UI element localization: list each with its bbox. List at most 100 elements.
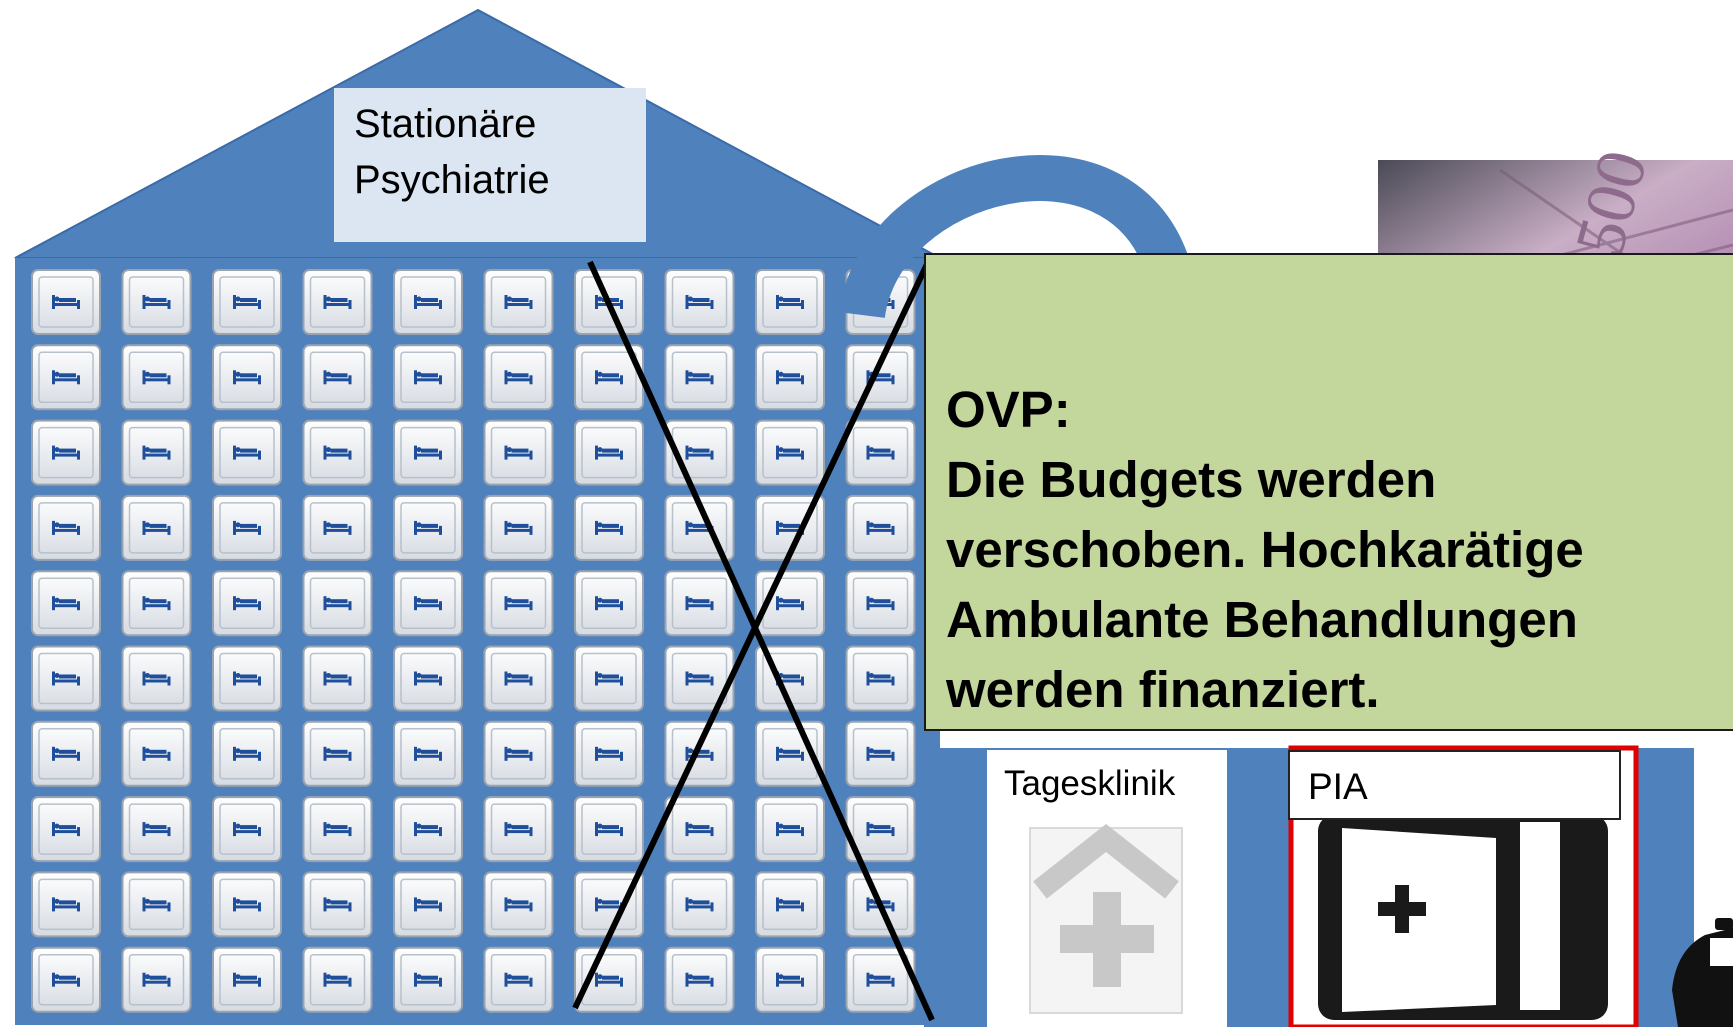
bed-icon (323, 295, 352, 309)
bed-icon (866, 520, 895, 535)
bed-icon (233, 897, 261, 912)
bed-tile (393, 871, 463, 938)
bed-icon (323, 746, 352, 761)
bed-icon (866, 445, 895, 460)
bed-tile (31, 720, 101, 787)
bed-icon (323, 520, 352, 535)
bed-icon (233, 295, 261, 309)
bed-tile (845, 720, 916, 787)
bed-icon (866, 972, 895, 987)
bed-icon (685, 445, 714, 460)
bed-icon (52, 370, 80, 385)
bed-tile (574, 494, 644, 561)
bed-icon (504, 596, 533, 611)
bed-icon (866, 746, 895, 761)
bed-tile (121, 494, 192, 561)
bed-icon (504, 746, 533, 761)
hospital-cross-icon (1029, 823, 1183, 1014)
bed-icon (142, 295, 171, 309)
bed-tile (755, 269, 825, 335)
bed-icon (776, 822, 804, 837)
bed-tile (574, 720, 644, 787)
bed-tile (574, 871, 644, 938)
bed-tile (121, 344, 192, 411)
bed-icon (142, 445, 171, 460)
bed-tile (393, 419, 463, 486)
bed-tile (664, 796, 735, 863)
bed-icon (323, 671, 352, 686)
bed-tile (302, 720, 373, 787)
bed-icon (52, 897, 80, 912)
bed-tile (845, 570, 916, 637)
bed-tile (664, 269, 735, 335)
bed-icon (52, 445, 80, 460)
bed-tile (31, 344, 101, 411)
pia-label: PIA (1308, 766, 1368, 807)
bed-icon (323, 445, 352, 460)
bed-icon (685, 370, 714, 385)
bed-icon (233, 370, 261, 385)
bed-tile (483, 720, 554, 787)
bed-tile (121, 645, 192, 712)
bed-tile (574, 344, 644, 411)
bed-icon (685, 972, 714, 987)
tagesklinik-label: Tagesklinik (1004, 764, 1176, 803)
bed-icon (504, 370, 533, 385)
bed-tile (302, 796, 373, 863)
bed-tile (755, 946, 825, 1013)
bed-tile (121, 796, 192, 863)
bed-tile (393, 645, 463, 712)
bed-tile (664, 344, 735, 411)
bed-icon (233, 746, 261, 761)
bed-icon (414, 746, 442, 761)
bed-tile (755, 796, 825, 863)
bed-icon (323, 897, 352, 912)
bed-icon (595, 671, 623, 686)
bed-tile (845, 946, 916, 1013)
bed-icon (504, 822, 533, 837)
bed-icon (504, 671, 533, 686)
bed-icon (233, 445, 261, 460)
bed-tile (302, 419, 373, 486)
bed-icon (142, 972, 171, 987)
ovp-body-text: Die Budgets werden verschoben. Hochkarät… (946, 451, 1584, 718)
bed-tile (393, 344, 463, 411)
bed-tile (302, 946, 373, 1013)
bed-tile (212, 871, 282, 938)
car-icon (1672, 918, 1733, 1027)
bed-tile (212, 796, 282, 863)
bed-icon (685, 746, 714, 761)
bed-tile (212, 946, 282, 1013)
bed-icon (52, 596, 80, 611)
bed-tile (121, 720, 192, 787)
bed-icon (776, 596, 804, 611)
bed-tile (121, 946, 192, 1013)
bed-icon (776, 370, 804, 385)
bed-tile (574, 419, 644, 486)
bed-tile (121, 269, 192, 335)
bed-tile (393, 269, 463, 335)
bed-icon (776, 897, 804, 912)
ovp-callout: OVP: Die Budgets werden verschoben. Hoch… (924, 253, 1733, 731)
bed-icon (595, 822, 623, 837)
bed-icon (595, 445, 623, 460)
bed-icon (52, 972, 80, 987)
bed-tile (31, 796, 101, 863)
bed-icon (414, 520, 442, 535)
bed-tile (302, 344, 373, 411)
bed-icon (323, 822, 352, 837)
bed-icon (142, 746, 171, 761)
bed-icon (142, 822, 171, 837)
bed-tile (212, 494, 282, 561)
bed-icon (776, 445, 804, 460)
bed-tile (664, 871, 735, 938)
bed-tile (393, 494, 463, 561)
bed-icon (685, 897, 714, 912)
bed-icon (504, 295, 533, 309)
bed-tile (664, 570, 735, 637)
bed-icon (595, 972, 623, 987)
bed-tile (302, 494, 373, 561)
bed-tile (393, 946, 463, 1013)
bed-tile (121, 570, 192, 637)
bed-tile (483, 645, 554, 712)
